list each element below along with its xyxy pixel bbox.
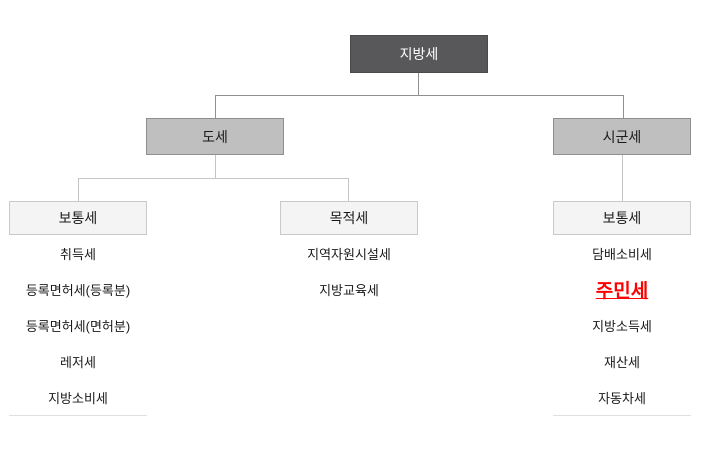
connector-root-stem bbox=[418, 73, 419, 95]
branch-box-dose: 도세 bbox=[146, 118, 284, 155]
tax-item-jadongchase: 자동차세 bbox=[598, 390, 646, 406]
tax-item-chwideukse: 취득세 bbox=[60, 246, 96, 262]
tax-item-deungnok-myeonheobun: 등록면허세(면허분) bbox=[25, 318, 131, 334]
tax-item-jibanggyoyukse: 지방교육세 bbox=[319, 282, 379, 298]
tax-item-juminse-highlighted-link[interactable]: 주민세 bbox=[595, 280, 649, 302]
group-box-botongse-right: 보통세 bbox=[553, 201, 691, 235]
connector-dose-drop bbox=[215, 95, 216, 118]
root-box-label: 지방세 bbox=[399, 46, 439, 62]
group-box-botongse-left-label: 보통세 bbox=[58, 210, 98, 226]
branch-box-dose-label: 도세 bbox=[202, 128, 228, 145]
connector-botongse-left-drop bbox=[78, 178, 79, 201]
group-box-mokjeokse: 목적세 bbox=[280, 201, 418, 235]
connector-sigunse-stem bbox=[622, 155, 623, 201]
connector-dose-horizontal bbox=[78, 178, 349, 179]
group-box-botongse-left: 보통세 bbox=[9, 201, 147, 235]
connector-dose-stem bbox=[215, 155, 216, 178]
tax-item-jiyeokjawonsiseolse: 지역자원시설세 bbox=[307, 246, 391, 262]
connector-mokjeokse-drop bbox=[348, 178, 349, 201]
tax-item-jibangsobise: 지방소비세 bbox=[48, 390, 108, 406]
tax-item-jaesanse: 재산세 bbox=[604, 354, 640, 370]
tax-list-dose-botongse: 취득세 등록면허세(등록분) 등록면허세(면허분) 레저세 지방소비세 bbox=[9, 235, 147, 416]
tax-item-dambaesobise: 담배소비세 bbox=[592, 246, 652, 262]
tax-list-dose-mokjeokse: 지역자원시설세 지방교육세 bbox=[280, 235, 418, 307]
tax-list-sigunse-botongse: 담배소비세 주민세 지방소득세 재산세 자동차세 bbox=[553, 235, 691, 416]
connector-sigunse-drop bbox=[623, 95, 624, 118]
tax-item-rejeose: 레저세 bbox=[60, 354, 96, 370]
root-box-jibangse: 지방세 bbox=[350, 35, 488, 73]
group-box-mokjeokse-label: 목적세 bbox=[329, 210, 369, 226]
connector-level2-horizontal bbox=[215, 95, 624, 96]
branch-box-sigunse-label: 시군세 bbox=[602, 128, 642, 145]
tax-item-jibangsodeukse: 지방소득세 bbox=[592, 318, 652, 334]
group-box-botongse-right-label: 보통세 bbox=[602, 210, 642, 226]
tax-item-deungnok-deungnokbun: 등록면허세(등록분) bbox=[25, 282, 131, 298]
branch-box-sigunse: 시군세 bbox=[553, 118, 691, 155]
